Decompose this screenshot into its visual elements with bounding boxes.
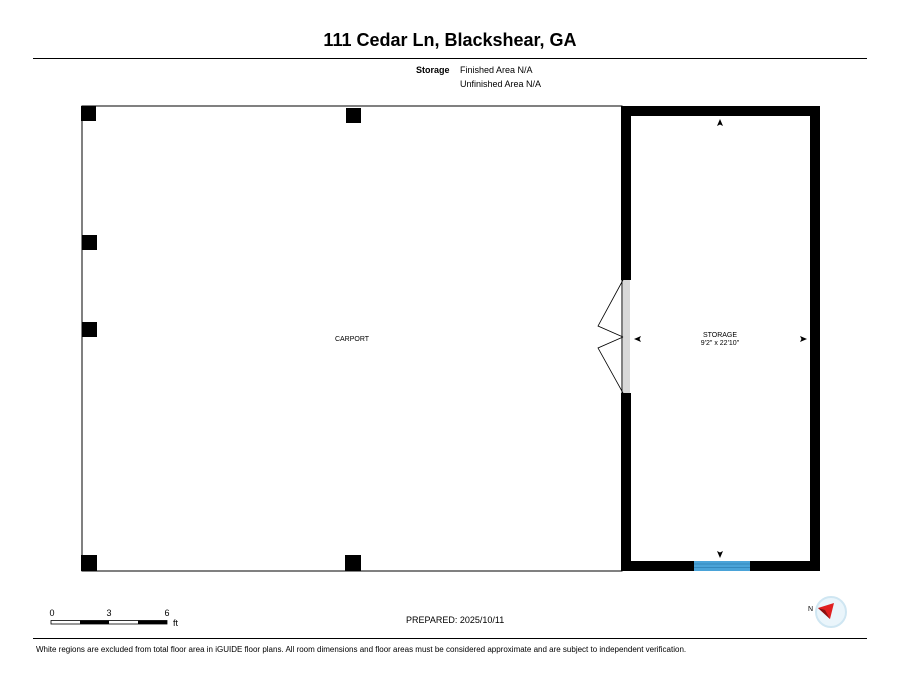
page-title: 111 Cedar Ln, Blackshear, GA	[323, 30, 577, 50]
storage-walls	[621, 106, 820, 571]
header-divider	[33, 58, 867, 59]
compass-icon: N	[808, 596, 847, 628]
post	[81, 106, 96, 121]
post	[81, 555, 97, 571]
double-door	[597, 279, 630, 394]
arrow-right-icon	[800, 336, 807, 342]
scale-tick-0: 0	[49, 608, 54, 618]
prepared-date: PREPARED: 2025/10/11	[406, 615, 505, 625]
post	[345, 555, 361, 571]
area-section-label: Storage	[416, 65, 450, 75]
arrow-up-icon	[717, 119, 723, 126]
scale-unit: ft	[173, 618, 179, 628]
storage-label: STORAGE	[703, 332, 737, 339]
window	[694, 561, 750, 571]
arrow-down-icon	[717, 551, 723, 558]
disclaimer: White regions are excluded from total fl…	[36, 645, 687, 654]
unfinished-area-label: Unfinished Area N/A	[460, 79, 542, 89]
post	[82, 322, 97, 337]
dimension-arrows	[634, 119, 807, 558]
carport-label: CARPORT	[335, 336, 370, 343]
storage-dimensions: 9'2" x 22'10"	[701, 340, 740, 347]
arrow-left-icon	[634, 336, 641, 342]
footer-divider	[33, 638, 867, 639]
scale-bar: 0 3 6 ft	[49, 608, 178, 628]
scale-tick-3: 3	[106, 608, 111, 618]
finished-area-label: Finished Area N/A	[460, 65, 533, 75]
post	[346, 108, 361, 123]
scale-tick-6: 6	[164, 608, 169, 618]
compass-north-label: N	[808, 606, 813, 613]
post	[82, 235, 97, 250]
